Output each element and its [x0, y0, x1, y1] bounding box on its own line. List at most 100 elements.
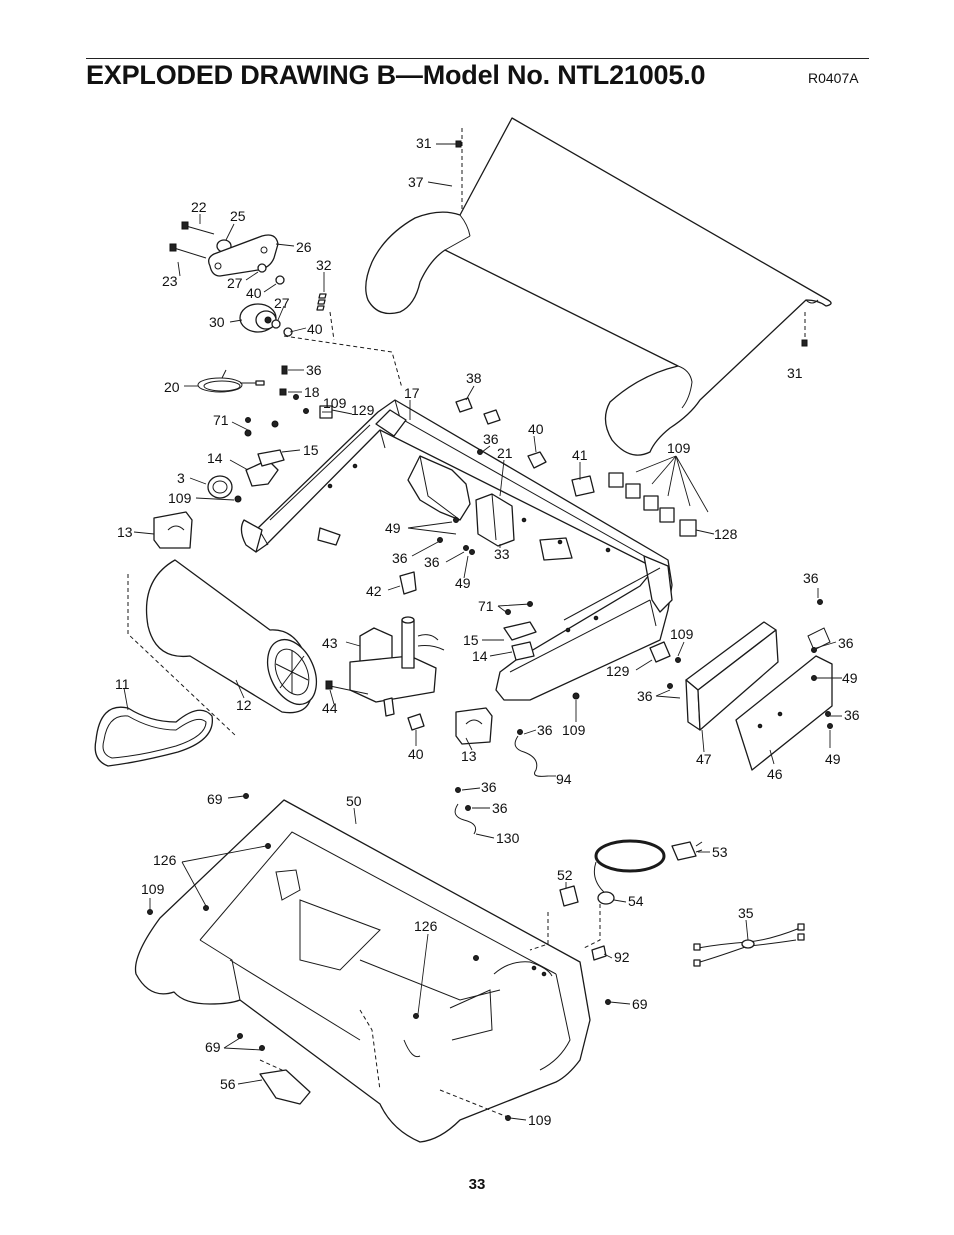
reed-switch-wire	[197, 369, 265, 393]
callout: 36	[838, 635, 854, 651]
callout: 94	[556, 771, 572, 787]
idler-assembly	[169, 221, 403, 389]
callout: 21	[497, 445, 513, 461]
callout: 109	[562, 722, 586, 738]
front-roller	[127, 559, 318, 737]
wire-harness-35	[693, 923, 805, 967]
screw-109	[303, 408, 309, 414]
callout: 23	[162, 273, 178, 289]
callout: 12	[236, 697, 252, 713]
callout: 15	[303, 442, 319, 458]
callout: 14	[472, 648, 488, 664]
motor-hood	[365, 117, 832, 456]
callout: 43	[322, 635, 338, 651]
isolators-right	[608, 472, 697, 537]
callout: 49	[455, 575, 471, 591]
header-rule	[86, 58, 869, 59]
callout: 71	[478, 598, 494, 614]
callout: 47	[696, 751, 712, 767]
callout: 36	[481, 779, 497, 795]
callout: 129	[351, 402, 375, 418]
callout: 17	[404, 385, 420, 401]
screw-36-top	[281, 365, 288, 375]
callout: 109	[670, 626, 694, 642]
callout: 36	[424, 554, 440, 570]
callout: 129	[606, 663, 630, 679]
callout: 41	[572, 447, 588, 463]
page-number: 33	[468, 1176, 486, 1193]
callout: 36	[637, 688, 653, 704]
callout: 26	[296, 239, 312, 255]
callout: 128	[714, 526, 738, 542]
right-bracket	[455, 621, 671, 745]
callout: 130	[496, 830, 520, 846]
callout: 32	[316, 257, 332, 273]
callout: 27	[274, 295, 290, 311]
callout: 109	[528, 1112, 552, 1128]
callout: 109	[168, 490, 192, 506]
callout: 3	[177, 470, 185, 486]
callout: 15	[463, 632, 479, 648]
callout: 69	[205, 1039, 221, 1055]
callout: 109	[323, 395, 347, 411]
base-pan	[134, 799, 591, 1143]
callout: 126	[153, 852, 177, 868]
callout: 14	[207, 450, 223, 466]
page-title: EXPLODED DRAWING B—Model No. NTL21005.0	[86, 60, 706, 90]
callout: 11	[115, 676, 130, 692]
nut-40	[527, 451, 547, 469]
callout: 40	[408, 746, 424, 762]
bolt-41	[571, 475, 595, 497]
callout: 52	[557, 867, 573, 883]
power-cord	[529, 839, 703, 961]
motor-controller	[685, 621, 833, 771]
callout: 38	[466, 370, 482, 386]
callout: 40	[307, 321, 323, 337]
callout: 36	[492, 800, 508, 816]
callout: 36	[483, 431, 499, 447]
callout: 46	[767, 766, 783, 782]
leader-lines	[123, 143, 842, 1121]
callout: 35	[738, 905, 754, 921]
callout: 50	[346, 793, 362, 809]
callout: 13	[461, 748, 477, 764]
foot-56	[259, 1069, 311, 1105]
callout: 53	[712, 844, 728, 860]
callout: 37	[408, 174, 424, 190]
callout: 36	[844, 707, 860, 723]
motor-bracket	[407, 455, 515, 547]
callout: 25	[230, 208, 246, 224]
main-frame	[240, 399, 673, 701]
callout: 13	[117, 524, 133, 540]
callout: 42	[366, 583, 382, 599]
callout: 56	[220, 1076, 236, 1092]
hood-screw-right	[801, 339, 808, 347]
callout: 71	[213, 412, 229, 428]
callout: 36	[537, 722, 553, 738]
drive-belt	[94, 706, 213, 767]
left-bracket	[153, 420, 285, 549]
callout: 30	[209, 314, 225, 330]
callout: 27	[227, 275, 243, 291]
drive-motor	[325, 571, 445, 731]
callout: 31	[416, 135, 432, 151]
callout: 126	[414, 918, 438, 934]
callout: 36	[306, 362, 322, 378]
callout: 40	[246, 285, 262, 301]
ground-wire-130	[454, 803, 477, 835]
hood-screw-top	[455, 140, 462, 148]
clip-18	[279, 388, 287, 396]
callout: 49	[842, 670, 858, 686]
callout-labels: 31 37 22 25 26 23 27 40 32 27 30 40 31 3…	[115, 135, 860, 1128]
callout: 22	[191, 199, 207, 215]
callout: 69	[207, 791, 223, 807]
bolts-38	[455, 397, 501, 425]
callout: 36	[803, 570, 819, 586]
ground-wire-94	[514, 735, 549, 777]
callout: 20	[164, 379, 180, 395]
callout: 31	[787, 365, 803, 381]
callout: 36	[392, 550, 408, 566]
drawing-code: R0407A	[808, 70, 859, 86]
callout: 18	[304, 384, 320, 400]
